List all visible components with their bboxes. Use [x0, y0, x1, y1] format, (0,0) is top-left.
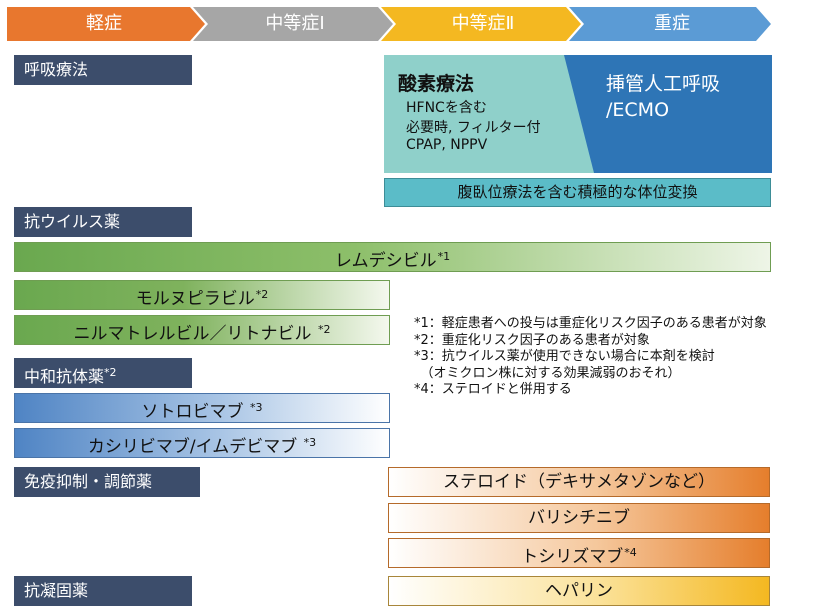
- bar-heparin-label: ヘパリン: [545, 581, 613, 601]
- bar-nirmatrelvir-mark: *2: [317, 323, 331, 336]
- respiratory-panels: [384, 55, 772, 173]
- bar-remdesivir-mark: *1: [437, 250, 451, 263]
- bar-sotrovimab-mark: *3: [249, 401, 263, 414]
- intubation-line2: /ECMO: [606, 99, 670, 121]
- bar-sotrovimab: ソトロビマブ *3: [14, 393, 390, 423]
- bar-baricitinib: バリシチニブ: [388, 503, 770, 533]
- stage-label-moderate2: 中等症Ⅱ: [451, 13, 515, 34]
- category-antiviral: 抗ウイルス薬: [14, 207, 192, 237]
- bar-remdesivir: レムデシビル*1: [14, 242, 771, 272]
- category-neutralizing-label: 中和抗体薬: [24, 367, 105, 386]
- severity-stage-header: 軽症 中等症Ⅰ 中等症Ⅱ 重症: [0, 0, 831, 48]
- bar-nirmatrelvir: ニルマトレルビル／リトナビル *2: [14, 315, 390, 345]
- bar-tocilizumab-label: トシリズマブ: [521, 547, 624, 567]
- stage-arrows: [7, 7, 771, 41]
- oxygen-therapy-title: 酸素療法: [398, 73, 475, 95]
- bar-remdesivir-label: レムデシビル: [334, 251, 437, 271]
- category-anticoag: 抗凝固薬: [14, 576, 192, 606]
- footnotes: *1：軽症患者への投与は重症化リスク因子のある患者が対象 *2：重症化リスク因子…: [414, 316, 767, 399]
- bar-sotrovimab-label: ソトロビマブ: [141, 402, 249, 422]
- stage-label-moderate1: 中等症Ⅰ: [265, 13, 325, 34]
- bar-steroid-label: ステロイド（デキサメタゾンなど）: [443, 472, 715, 492]
- intubation-line1: 挿管人工呼吸: [606, 73, 721, 95]
- bar-casirivimab: カシリビマブ/イムデビマブ *3: [14, 428, 390, 458]
- bar-molnupiravir: モルヌピラビル*2: [14, 280, 390, 310]
- bar-tocilizumab-mark: *4: [624, 546, 637, 559]
- category-neutralizing-mark: *2: [104, 366, 117, 379]
- stage-arrow-mild: [7, 7, 205, 41]
- bar-casirivimab-mark: *3: [303, 436, 317, 449]
- stage-label-mild: 軽症: [86, 13, 122, 34]
- footnote-3: *3：抗ウイルス薬が使用できない場合に本剤を検討: [414, 349, 715, 364]
- bar-molnupiravir-mark: *2: [255, 288, 269, 301]
- intubation-panel: [564, 55, 772, 173]
- footnote-2: *2：重症化リスク因子のある患者が対象: [414, 332, 650, 348]
- oxygen-therapy-line: HFNCを含む: [406, 100, 487, 116]
- stage-label-severe: 重症: [654, 13, 690, 34]
- intubation-label: 挿管人工呼吸 /ECMO: [606, 71, 720, 123]
- bar-tocilizumab: トシリズマブ*4: [388, 538, 770, 568]
- bar-molnupiravir-label: モルヌピラビル: [135, 289, 255, 309]
- category-neutralizing: 中和抗体薬*2: [14, 358, 192, 388]
- stage-arrow-moderate2: [381, 7, 581, 41]
- oxygen-therapy-line: 必要時, フィルター付: [406, 120, 541, 136]
- bar-baricitinib-label: バリシチニブ: [528, 508, 630, 528]
- stage-arrow-moderate1: [193, 7, 393, 41]
- bar-casirivimab-label: カシリビマブ/イムデビマブ: [87, 437, 303, 457]
- stage-arrow-severe: [569, 7, 771, 41]
- bar-steroid: ステロイド（デキサメタゾンなど）: [388, 467, 770, 497]
- category-respiratory: 呼吸療法: [14, 55, 192, 85]
- bar-nirmatrelvir-label: ニルマトレルビル／リトナビル: [73, 324, 317, 344]
- respiratory-therapy-box: 酸素療法 HFNCを含む 必要時, フィルター付 CPAP, NPPV 挿管人工…: [384, 55, 772, 173]
- bar-heparin: ヘパリン: [388, 576, 770, 606]
- footnote-1: *1：軽症患者への投与は重症化リスク因子のある患者が対象: [414, 316, 767, 331]
- category-immuno: 免疫抑制・調節薬: [14, 467, 200, 497]
- footnote-3-cont: （オミクロン株に対する効果減弱のおそれ）: [414, 365, 681, 381]
- oxygen-therapy-line: CPAP, NPPV: [406, 137, 488, 153]
- footnote-4: *4：ステロイドと併用する: [414, 382, 572, 397]
- bar-positioning: 腹臥位療法を含む積極的な体位変換: [384, 178, 771, 207]
